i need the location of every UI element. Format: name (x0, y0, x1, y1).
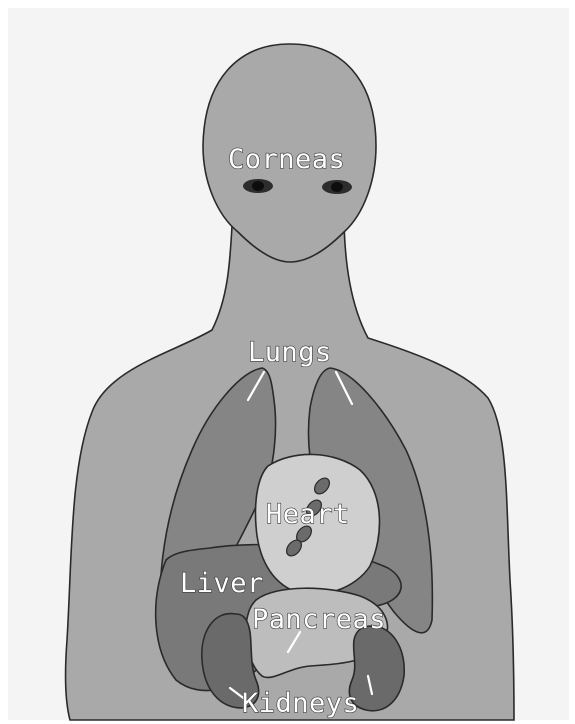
label-heart: Heart (266, 499, 350, 530)
label-pancreas: Pancreas (252, 604, 386, 635)
label-kidneys: Kidneys (242, 688, 359, 719)
label-lungs: Lungs (248, 337, 332, 368)
label-corneas: Corneas (228, 144, 345, 175)
label-liver: Liver (180, 568, 264, 599)
